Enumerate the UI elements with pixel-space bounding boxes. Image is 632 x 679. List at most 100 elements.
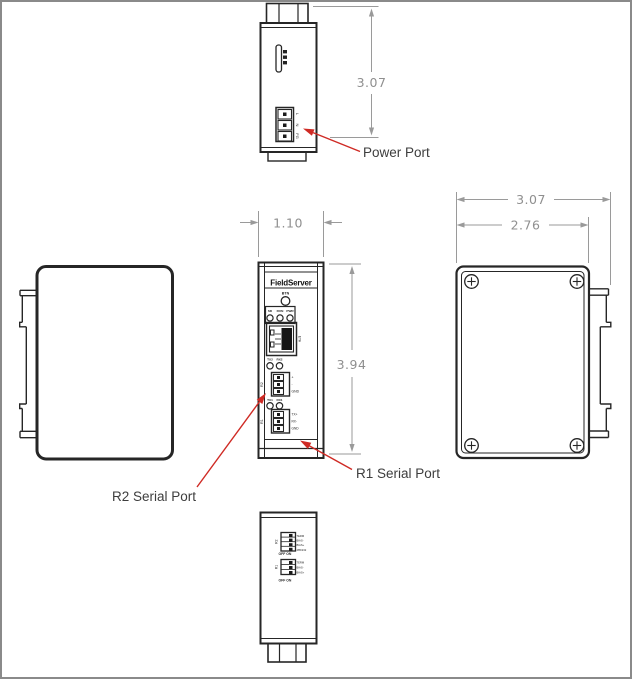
- dim-arrow-up: [368, 8, 375, 17]
- dip-label: BIAS-: [297, 566, 304, 570]
- dip-label: BIAS+: [297, 543, 305, 547]
- side-outer-value: 3.07: [516, 192, 546, 207]
- dim-arrow-right: [250, 219, 259, 226]
- power-pin-label: L: [295, 113, 300, 116]
- r1-pin-label: GND: [292, 427, 300, 431]
- brand-logo: FieldServer: [270, 279, 311, 288]
- top-view-din-tab: [265, 2, 309, 24]
- status-led-block: SD RUN PWR: [264, 305, 296, 325]
- dim-arrow-up: [349, 266, 355, 274]
- r2-pin-label: +: [292, 376, 294, 380]
- r1-serial-port-label: R1 Serial Port: [356, 466, 440, 481]
- r2-leader: [196, 400, 261, 488]
- off-on-label: OFF ON: [279, 579, 292, 583]
- screw-icon: [464, 438, 479, 453]
- r2-serial-annotation: R2 Serial Port: [112, 393, 266, 504]
- power-port-leader: [312, 131, 361, 153]
- dip-label: TERM: [297, 534, 305, 538]
- r1-leader: [308, 444, 353, 471]
- right-side-view: 3.07 2.76: [455, 192, 612, 460]
- top-height-value: 3.07: [357, 75, 387, 90]
- dim-arrow-right: [602, 196, 611, 203]
- rx2-led: [275, 361, 284, 370]
- r2-pin-label: GND: [292, 390, 300, 394]
- side-outer-dimension: 3.07: [456, 192, 611, 285]
- right-view-din-clip: [589, 288, 612, 439]
- front-width-value: 1.10: [273, 216, 303, 231]
- led: [286, 314, 294, 322]
- front-view: FieldServer BTN SD RUN PWR ETH: [240, 211, 367, 459]
- dip-switch: [289, 538, 293, 542]
- top-view: L N FG 3.07 Power Port: [259, 2, 430, 162]
- rx1-led: [275, 401, 284, 410]
- r2-arrowhead: [256, 393, 266, 404]
- r1-serial-port-group: TX1 RX1 TX+ RX- GND R1: [260, 398, 300, 434]
- dim-arrow-right: [580, 222, 589, 228]
- power-port-label: Power Port: [363, 145, 430, 160]
- dip-switch-bank-top: TERM BIAS- BIAS+ 485/232 R2 OFF ON: [275, 531, 307, 556]
- front-height-value: 3.94: [337, 357, 367, 372]
- dip-switch: [289, 543, 293, 547]
- dim-arrow-down: [368, 127, 375, 136]
- ethernet-label: ETH: [298, 336, 302, 343]
- bottom-view-din-tab: [267, 642, 307, 663]
- led-label: PWR: [286, 309, 294, 313]
- dip-bank-name: R1: [275, 565, 279, 569]
- left-view-din-clip: [19, 289, 37, 439]
- front-view-body: [257, 261, 325, 459]
- power-port-connector: L N FG: [275, 106, 300, 143]
- bottom-view: TERM BIAS- BIAS+ 485/232 R2 OFF ON TERM …: [259, 511, 318, 663]
- side-inner-dimension: 2.76: [456, 217, 589, 263]
- dip-label: TERM: [297, 561, 305, 565]
- left-side-view: [19, 265, 174, 461]
- rx2-led-label: RX2: [276, 358, 282, 362]
- r1-arrowhead: [300, 440, 312, 449]
- dim-arrow-left: [323, 219, 332, 226]
- dip-label: 485/232: [297, 548, 307, 552]
- led-label: SD: [268, 309, 273, 313]
- dim-arrow-down: [349, 444, 355, 452]
- r2-serial-port-group: TX2 RX2 + - GND R2: [260, 358, 300, 397]
- left-view-body: [35, 265, 174, 461]
- ethernet-port: ETH: [265, 321, 302, 357]
- dim-arrow-left: [456, 196, 465, 203]
- screw-icon: [569, 274, 585, 289]
- led-label: RUN: [277, 309, 284, 313]
- power-pin-label: N: [295, 124, 300, 127]
- led: [266, 314, 274, 322]
- front-width-dimension: 1.10: [240, 211, 342, 257]
- tx1-led: [266, 401, 274, 410]
- right-view-plate: [455, 265, 591, 460]
- power-port-annotation: Power Port: [303, 128, 430, 160]
- dip-switch: [289, 571, 293, 574]
- dip-switch: [289, 561, 293, 564]
- dip-switch-bank-bottom: TERM BIAS- BIAS+ R1 OFF ON: [275, 558, 305, 583]
- dip-switch: [289, 534, 293, 537]
- dip-switch: [289, 547, 293, 551]
- reset-button: [280, 296, 291, 306]
- dip-label: BIAS+: [297, 571, 305, 575]
- front-height-dimension: 3.94: [329, 263, 367, 455]
- corner-screws: [464, 274, 585, 453]
- button-label: BTN: [282, 292, 290, 296]
- r2-terminal-block: [270, 371, 291, 397]
- dip-label: BIAS-: [297, 539, 304, 543]
- dim-arrow-left: [456, 222, 465, 228]
- top-height-dimension: 3.07: [313, 6, 387, 138]
- dip-bank-name: R2: [275, 539, 279, 543]
- r1-pin-label: RX-: [292, 420, 298, 424]
- r1-terminal-block: [270, 408, 291, 434]
- r1-serial-annotation: R1 Serial Port: [300, 440, 440, 481]
- r2-serial-port-label: R2 Serial Port: [112, 489, 196, 504]
- top-view-bottom-lip: [267, 151, 307, 162]
- dip-switch: [289, 566, 293, 569]
- screw-icon: [569, 438, 585, 453]
- off-on-label: OFF ON: [279, 552, 292, 556]
- r2-pin-label: -: [292, 383, 293, 387]
- rx1-led-label: RX1: [276, 398, 282, 402]
- screw-icon: [464, 274, 479, 289]
- tx2-led-label: TX2: [267, 358, 273, 362]
- power-pin-label: FG: [295, 133, 300, 139]
